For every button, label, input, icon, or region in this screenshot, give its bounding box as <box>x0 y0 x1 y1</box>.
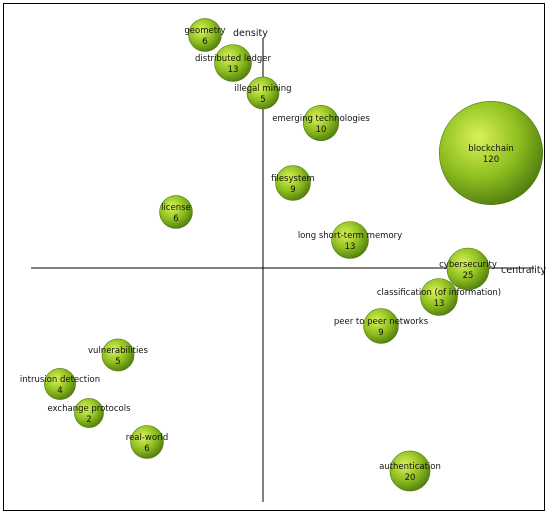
bubble-label: filesystem <box>271 174 315 184</box>
bubble-circle <box>44 368 76 400</box>
bubble-circle <box>188 18 222 52</box>
x-axis-title: centrality <box>501 265 546 276</box>
bubble-value: 13 <box>434 299 445 309</box>
bubble-value: 13 <box>228 65 239 75</box>
bubble-circle <box>130 425 164 459</box>
bubble-label: authentication <box>379 462 441 472</box>
bubble-circle <box>303 105 339 141</box>
bubble-value: 13 <box>345 242 356 252</box>
bubble-value: 120 <box>483 155 499 165</box>
bubble-value: 9 <box>290 185 295 195</box>
bubble-value: 9 <box>378 328 383 338</box>
bubble-value: 6 <box>173 214 178 224</box>
bubble-label: exchange protocols <box>47 404 131 414</box>
bubble-label: vulnerabilities <box>88 346 149 356</box>
bubble-circle <box>420 278 458 316</box>
bubble-circle <box>389 450 431 492</box>
bubble-circle <box>275 165 311 201</box>
bubble-circle <box>101 338 135 372</box>
bubble-label: peer to peer networks <box>334 317 429 327</box>
bubble-value: 10 <box>316 125 327 135</box>
bubble-value: 5 <box>115 357 120 367</box>
bubble-circle <box>74 398 104 428</box>
bubble-circle <box>214 44 252 82</box>
bubble-label: long short-term memory <box>298 231 402 241</box>
y-axis-title: density <box>233 28 268 39</box>
bubble-label: real-world <box>126 433 169 443</box>
bubble-circle <box>246 76 280 110</box>
bubble-circle <box>363 308 399 344</box>
bubble-9: classification (of information)13 <box>377 278 501 316</box>
bubble-value: 2 <box>86 415 91 425</box>
bubble-value: 20 <box>405 473 416 483</box>
bubble-value: 6 <box>202 37 207 47</box>
bubble-label: license <box>161 203 191 213</box>
bubble-circle <box>159 195 193 229</box>
strategic-diagram: centrality density geometry6distributed … <box>20 18 546 502</box>
bubble-circle <box>446 247 490 291</box>
bubble-label: geometry <box>184 26 225 36</box>
bubble-circle <box>438 100 544 206</box>
bubble-label: emerging technologies <box>272 114 370 124</box>
bubble-label: cybersecurity <box>439 260 497 270</box>
bubble-value: 4 <box>57 386 62 396</box>
bubble-value: 25 <box>463 271 474 281</box>
bubble-label: illegal mining <box>234 84 291 94</box>
bubble-label: distributed ledger <box>195 54 271 64</box>
bubble-circle <box>331 221 369 259</box>
bubble-label: intrusion detection <box>20 375 100 385</box>
bubble-label: classification (of information) <box>377 288 501 298</box>
bubble-value: 6 <box>144 444 149 454</box>
bubble-label: blockchain <box>468 144 514 154</box>
bubble-value: 5 <box>260 95 265 105</box>
